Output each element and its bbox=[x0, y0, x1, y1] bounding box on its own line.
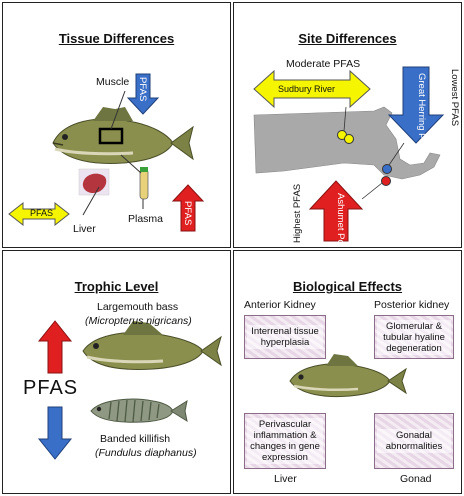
highest-pfas-label: Highest PFAS bbox=[292, 183, 303, 243]
largemouth-bass-icon bbox=[289, 354, 407, 398]
pfas-label: PFAS bbox=[23, 377, 79, 399]
site-graphics bbox=[253, 66, 445, 242]
ashumet-label: Ashumet Pond bbox=[335, 193, 346, 248]
bass-scientific-label: (Micropterus nigricans) bbox=[85, 315, 192, 327]
panel-site-differences: Site Differences bbox=[233, 2, 462, 248]
gonadal-label: Gonadal abnormalities bbox=[377, 429, 451, 453]
largemouth-bass-icon bbox=[52, 107, 194, 164]
panel-tissue-differences: Tissue Differences bbox=[2, 2, 231, 248]
pfas-tag-muscle: PFAS bbox=[137, 77, 148, 102]
trophic-graphics bbox=[37, 320, 222, 460]
moderate-pfas-label: Moderate PFAS bbox=[286, 58, 361, 70]
panel-title: Trophic Level bbox=[74, 279, 159, 294]
banded-killifish-icon bbox=[90, 398, 188, 423]
double-arrow-icon bbox=[253, 69, 371, 109]
liver-icon bbox=[78, 168, 110, 196]
double-arrow-icon bbox=[8, 201, 70, 227]
liver-label: Liver bbox=[73, 223, 96, 235]
glomerular-label: Glomerular & tubular hyaline degeneratio… bbox=[377, 319, 451, 355]
histology-perivascular-panel: Perivascular inflammation & changes in g… bbox=[244, 413, 326, 469]
perivascular-label: Perivascular inflammation & changes in g… bbox=[247, 418, 323, 464]
great-herring-site-dot bbox=[382, 164, 392, 174]
down-arrow-icon bbox=[126, 73, 160, 115]
down-arrow-icon bbox=[387, 66, 445, 144]
killifish-name-label: Banded killifish bbox=[100, 433, 171, 445]
great-herring-label: Great Herring Pond bbox=[416, 73, 427, 156]
histology-glomerular-panel: Glomerular & tubular hyaline degeneratio… bbox=[374, 315, 454, 359]
interrenal-label: Interrenal tissue hyperplasia bbox=[247, 325, 323, 349]
histology-interrenal-panel: Interrenal tissue hyperplasia bbox=[244, 315, 326, 359]
up-arrow-icon bbox=[308, 180, 364, 242]
down-arrow-icon bbox=[37, 406, 73, 460]
posterior-kidney-label: Posterior kidney bbox=[374, 299, 450, 311]
lowest-pfas-label: Lowest PFAS bbox=[449, 69, 460, 127]
up-arrow-icon bbox=[37, 320, 73, 374]
panel-biological-effects: Biological Effects Anterior Kidney Poste… bbox=[233, 250, 462, 494]
anterior-kidney-label: Anterior Kidney bbox=[244, 299, 316, 311]
panel-title: Site Differences bbox=[298, 31, 397, 46]
plasma-tube-icon bbox=[139, 167, 149, 200]
gonad-label: Gonad bbox=[400, 473, 432, 485]
ashumet-site-dot bbox=[381, 176, 391, 186]
liver-label: Liver bbox=[274, 473, 297, 485]
muscle-label: Muscle bbox=[96, 76, 130, 88]
bio-graphics bbox=[289, 354, 407, 398]
tissue-graphics bbox=[8, 73, 205, 232]
sudbury-river-label: Sudbury River bbox=[278, 84, 336, 94]
largemouth-bass-icon bbox=[82, 321, 222, 370]
panel-title: Tissue Differences bbox=[58, 31, 175, 46]
panel-trophic-level: Trophic Level bbox=[2, 250, 231, 494]
sudbury-site-dot bbox=[344, 134, 354, 144]
panel-title: Biological Effects bbox=[292, 279, 403, 294]
killifish-scientific-label: (Fundulus diaphanus) bbox=[95, 447, 197, 459]
bass-name-label: Largemouth bass bbox=[97, 301, 179, 313]
pfas-tag-plasma: PFAS bbox=[182, 201, 193, 226]
pfas-tag-liver: PFAS bbox=[30, 208, 54, 218]
histology-gonadal-panel: Gonadal abnormalities bbox=[374, 413, 454, 469]
up-arrow-icon bbox=[171, 184, 205, 232]
plasma-label: Plasma bbox=[128, 213, 164, 225]
